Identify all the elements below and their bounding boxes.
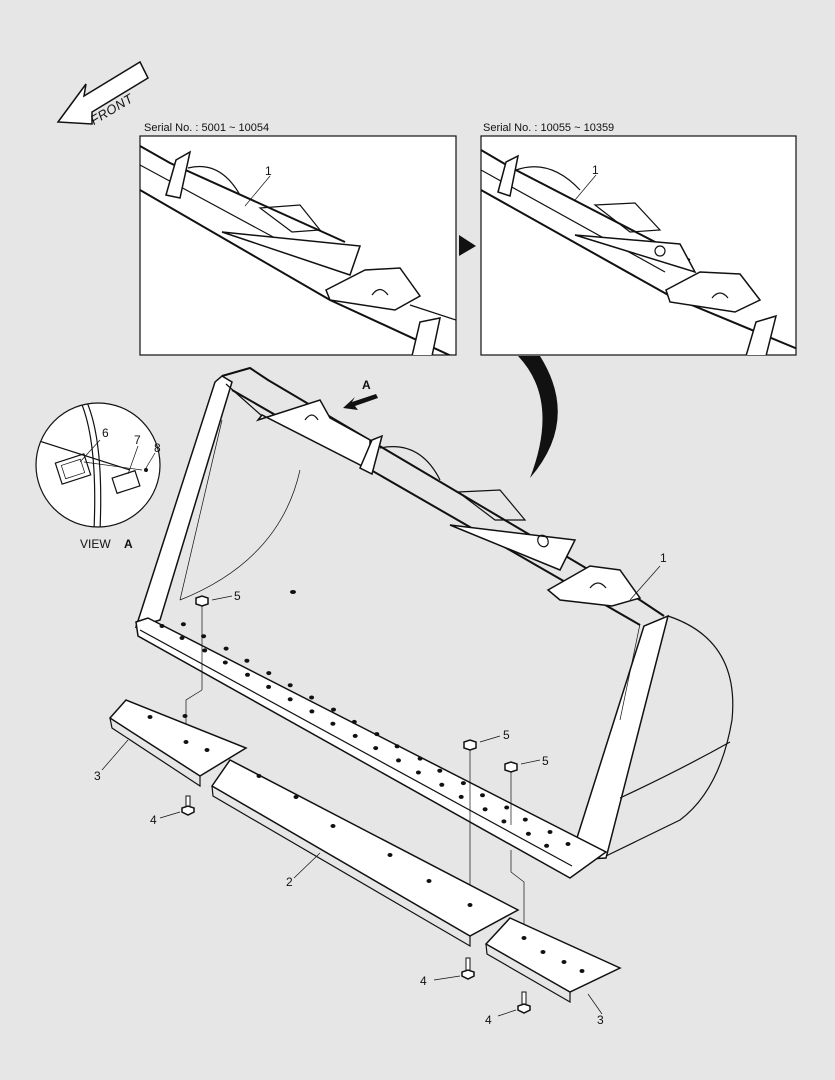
callout-5-b: 5 [503, 728, 510, 742]
bolt-hole [417, 756, 423, 761]
corner-blade-right: 3 [484, 917, 622, 1027]
view-label-letter: A [124, 537, 133, 551]
callout-2: 2 [286, 875, 293, 889]
bolt-hole [331, 707, 336, 712]
corner-blade-left: 3 [94, 699, 248, 788]
bolt-hole [330, 721, 336, 726]
bolt-hole [245, 672, 250, 677]
detail-box-left: Serial No. : 5001 ~ 10054 1 [139, 122, 457, 356]
floor-hole [290, 590, 296, 594]
callout-1-main: 1 [660, 551, 667, 565]
bolt-hole [159, 624, 165, 628]
callout-8: 8 [154, 441, 161, 455]
bucket-assembly [134, 366, 734, 879]
bolt-hole [201, 634, 207, 639]
bolt-hole [309, 695, 315, 700]
view-label-word: VIEW [80, 537, 111, 551]
bolt-hole [396, 758, 401, 763]
bolt-hole [266, 671, 272, 676]
bolt-hole [522, 817, 528, 822]
serial-label-left: Serial No. : 5001 ~ 10054 [144, 122, 269, 134]
bolt-hole [504, 805, 510, 810]
bolt-hole [244, 658, 250, 663]
bolt-hole [565, 842, 571, 846]
bolt-hole [480, 793, 485, 798]
bolt-hole [374, 732, 380, 737]
nut-5-a: 5 [195, 589, 241, 690]
callout-1-left: 1 [265, 164, 272, 178]
bolt-4-a: 4 [150, 795, 195, 827]
leader-right [510, 850, 525, 938]
bolt-4-b: 4 [420, 957, 475, 988]
view-a-marker-label: A [362, 378, 371, 392]
bolt-hole [222, 660, 228, 665]
bolt-hole [394, 744, 400, 749]
bolt-hole [437, 768, 443, 773]
serial-label-right: Serial No. : 10055 ~ 10359 [483, 122, 614, 134]
callout-5-a: 5 [234, 589, 241, 603]
callout-4-a: 4 [150, 813, 157, 827]
nut-5-c: 5 [504, 754, 549, 825]
transition-arc [518, 356, 558, 478]
bolt-hole [266, 684, 272, 689]
bolt-hole [351, 719, 357, 724]
bolt-4-c: 4 [485, 991, 531, 1027]
bolt-hole [482, 807, 488, 812]
bolt-hole [544, 843, 550, 848]
middle-blade: 2 [210, 759, 520, 948]
callout-3-right: 3 [597, 1013, 604, 1027]
bolt-hole [309, 709, 315, 714]
view-a-detail: 6 7 8 VIEW A [35, 402, 161, 551]
bolt-hole [373, 746, 379, 751]
transition-arrow [459, 235, 476, 256]
callout-4-c: 4 [485, 1013, 492, 1027]
bolt-hole [458, 794, 464, 799]
view-a-marker: A [343, 378, 378, 410]
bolt-hole [179, 636, 185, 640]
bolt-hole [525, 831, 531, 836]
callout-3-left: 3 [94, 769, 101, 783]
cutting-edge-holes [159, 622, 571, 848]
bolt-hole [180, 622, 186, 627]
bolt-hole [223, 646, 229, 651]
bolt-hole [352, 733, 358, 738]
bolt-hole [547, 830, 553, 834]
callout-6: 6 [102, 426, 109, 440]
bolt-hole [287, 683, 293, 688]
bolt-hole [202, 648, 208, 653]
callout-4-b: 4 [420, 974, 427, 988]
bolt-hole [439, 782, 445, 787]
front-arrow: FRONT [56, 60, 149, 128]
callout-1-right: 1 [592, 163, 599, 177]
bolt-hole [287, 697, 293, 702]
callout-7: 7 [134, 433, 141, 447]
bolt-hole [501, 819, 507, 824]
bolt-hole [460, 781, 466, 786]
nut-5-b: 5 [463, 728, 510, 905]
callout-5-c: 5 [542, 754, 549, 768]
bolt-hole [415, 770, 421, 775]
detail-box-right: Serial No. : 10055 ~ 10359 1 [480, 122, 797, 356]
